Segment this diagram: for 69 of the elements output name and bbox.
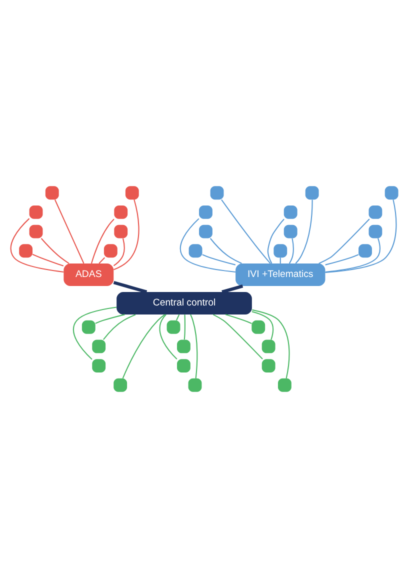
connector (190, 314, 198, 378)
node-box (262, 340, 276, 354)
node-box (188, 244, 202, 258)
node-box (368, 224, 382, 238)
node-box (199, 224, 212, 238)
connector (114, 199, 140, 270)
connector (202, 254, 236, 266)
connector (325, 254, 359, 266)
node-box (252, 320, 266, 334)
node-box (305, 186, 319, 200)
connector (325, 200, 397, 274)
node-box (104, 244, 118, 258)
node-box (92, 340, 106, 354)
connector (54, 200, 84, 264)
connector (210, 238, 242, 264)
connector (40, 238, 70, 264)
node-box (262, 359, 276, 373)
connector (122, 314, 166, 378)
connector (113, 238, 125, 266)
connector (221, 199, 271, 264)
connector (103, 314, 136, 340)
connector (90, 218, 114, 264)
connector (318, 218, 370, 264)
node-box: ADAS (64, 264, 114, 286)
connector (212, 314, 263, 360)
node-box (358, 244, 372, 258)
connector (10, 218, 64, 273)
connector (184, 314, 186, 340)
node-box: Central control (116, 292, 252, 314)
node-box (284, 224, 298, 238)
node-box (199, 205, 212, 219)
node-box (114, 378, 128, 392)
node-box (125, 186, 139, 200)
node-box (82, 320, 96, 334)
node-box (29, 224, 43, 238)
node-box (45, 186, 59, 200)
node-box (114, 205, 128, 219)
connector (252, 309, 290, 378)
node-box (274, 244, 288, 258)
node-box (114, 224, 128, 238)
connector (225, 314, 252, 324)
connector (280, 258, 281, 264)
node-box (278, 378, 292, 392)
connector (32, 254, 64, 266)
connector (288, 238, 294, 264)
connector (222, 284, 244, 294)
node-box (384, 186, 398, 200)
connector (176, 314, 180, 320)
connector (267, 218, 284, 264)
connector (252, 311, 274, 340)
connector (295, 200, 313, 264)
connector (95, 314, 125, 324)
connector (159, 314, 178, 360)
connector (325, 238, 380, 273)
node-box (368, 205, 382, 219)
connector (180, 218, 236, 273)
node-box (210, 186, 224, 200)
node-box: IVI +Telematics (236, 264, 326, 286)
connector (113, 280, 148, 294)
node-box (177, 359, 190, 373)
node-box (177, 340, 190, 354)
node-box (284, 205, 298, 219)
node-box (92, 359, 106, 373)
node-box (188, 378, 202, 392)
node-box (19, 244, 33, 258)
connector (98, 257, 106, 264)
node-box (29, 205, 43, 219)
node-box (166, 320, 180, 334)
connector (72, 306, 116, 360)
